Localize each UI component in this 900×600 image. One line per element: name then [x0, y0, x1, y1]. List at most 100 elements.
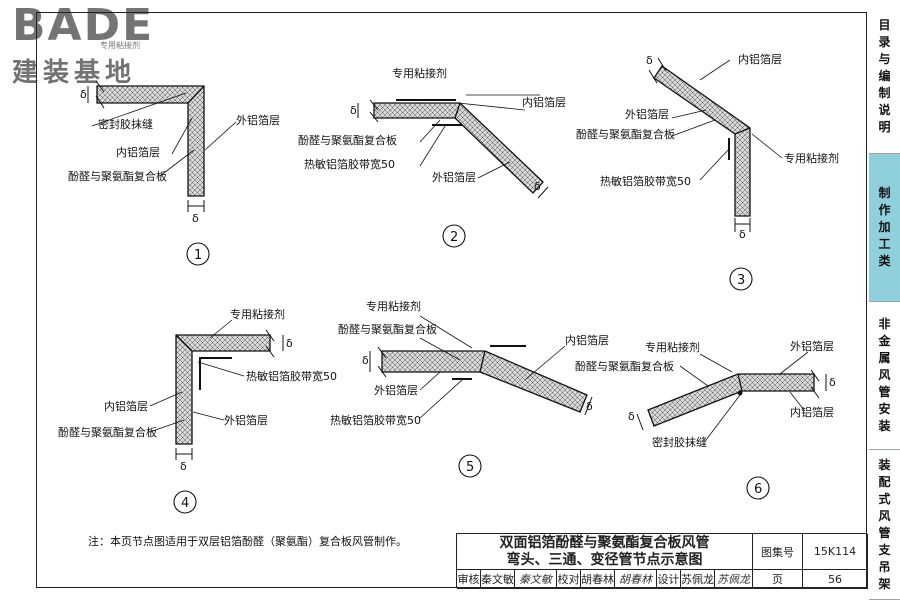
- d6-sealant: 密封胶抹缝: [652, 435, 707, 449]
- tab-fabrication[interactable]: 制作加工类: [869, 154, 900, 302]
- d4-delta: δ: [286, 337, 293, 350]
- page-number: 56: [803, 570, 868, 589]
- d2-inner-foil: 内铝箔层: [522, 95, 566, 109]
- d5-board: 酚醛与聚氨酯复合板: [338, 322, 437, 336]
- d3-outer-foil: 外铝箔层: [625, 107, 669, 121]
- tab-char: 目: [878, 18, 891, 32]
- tab-support-hanger[interactable]: 装配式风管支吊架: [869, 450, 900, 600]
- d1-board: 酚醛与聚氨酯复合板: [68, 169, 167, 183]
- d5-outer-foil: 外铝箔层: [374, 383, 418, 397]
- design-signature: 苏佩龙: [715, 570, 753, 589]
- d5-inner-foil: 内铝箔层: [565, 333, 609, 347]
- d1-delta: δ: [80, 88, 87, 101]
- tab-char: 制: [878, 86, 891, 100]
- drawing-title: 双面铝箔酚醛与聚氨酯复合板风管 弯头、三通、变径管节点示意图: [457, 534, 753, 570]
- d4-inner-foil: 内铝箔层: [104, 399, 148, 413]
- tab-char: 金: [878, 334, 891, 348]
- d2-outer-foil: 外铝箔层: [432, 170, 476, 184]
- tab-char: 管: [878, 525, 891, 540]
- d1-outer-foil: 外铝箔层: [236, 113, 280, 127]
- d6-board: 酚醛与聚氨酯复合板: [575, 359, 674, 373]
- d5-tape: 热敏铝箔胶带宽50: [330, 413, 421, 427]
- d5-adhesive: 专用粘接剂: [366, 299, 421, 313]
- atlas-number: 15K114: [803, 534, 868, 570]
- d3-inner-foil: 内铝箔层: [738, 52, 782, 66]
- d2-tape: 热敏铝箔胶带宽50: [304, 157, 395, 171]
- tab-char: 编: [878, 69, 891, 83]
- check-label: 校对: [557, 570, 581, 589]
- logo-brand: BADE: [12, 0, 155, 51]
- tab-char: 说: [878, 103, 891, 117]
- atlas-label: 图集号: [753, 534, 803, 570]
- detail-2-number: 2: [450, 230, 458, 245]
- tab-char: 管: [878, 385, 891, 399]
- check-name: 胡春林: [581, 570, 615, 589]
- tab-nonmetal-install[interactable]: 非金属风管安装: [869, 302, 900, 450]
- d6-inner-foil: 内铝箔层: [790, 405, 834, 419]
- d5-delta-b: δ: [586, 400, 593, 413]
- tab-char: 加: [878, 220, 891, 234]
- logo-tagline: 专用粘接剂: [100, 41, 140, 50]
- drawing-note: 注：本页节点图适用于双层铝箔酚醛（聚氨酯）复合板风管制作。: [88, 535, 407, 548]
- review-signature: 秦文敏: [515, 570, 557, 589]
- detail-4: [149, 319, 284, 514]
- d5-delta: δ: [362, 354, 369, 367]
- logo-cn: 建装基地: [12, 58, 137, 88]
- d3-delta: δ: [646, 54, 653, 67]
- d3-delta-b: δ: [739, 228, 746, 241]
- tab-char: 录: [878, 35, 891, 49]
- design-label: 设计: [657, 570, 681, 589]
- tab-char: 明: [878, 120, 891, 134]
- detail-5-number: 5: [466, 460, 474, 475]
- detail-3: [648, 57, 783, 291]
- tab-char: 架: [878, 576, 891, 591]
- design-name: 苏佩龙: [681, 570, 715, 589]
- tab-char: 风: [878, 368, 891, 382]
- tab-char: 作: [878, 203, 891, 217]
- logo: BADE 专用粘接剂 建装基地: [0, 0, 180, 90]
- detail-4-number: 4: [181, 496, 189, 511]
- d6-delta-b: δ: [829, 376, 836, 389]
- detail-3-number: 3: [737, 273, 745, 288]
- d3-adhesive: 专用粘接剂: [784, 151, 839, 165]
- d4-tape: 热敏铝箔胶带宽50: [246, 369, 337, 383]
- d4-board: 酚醛与聚氨酯复合板: [58, 425, 157, 439]
- tab-char: 属: [878, 351, 891, 365]
- tab-char: 支: [878, 542, 891, 557]
- title-block: 双面铝箔酚醛与聚氨酯复合板风管 弯头、三通、变径管节点示意图 图集号 15K11…: [456, 533, 868, 589]
- detail-5: [369, 315, 593, 478]
- detail-1: [87, 80, 237, 266]
- detail-drawings: δ δ 密封胶抹缝 内铝箔层 酚醛与聚氨酯复合板 外铝箔层 1 δ δ 专用粘接…: [58, 52, 839, 514]
- d1-delta-b: δ: [192, 212, 199, 225]
- d1-inner-foil: 内铝箔层: [116, 145, 160, 159]
- d6-outer-foil: 外铝箔层: [790, 339, 834, 353]
- tab-char: 制: [878, 186, 891, 200]
- side-tabs: 目录与编制说明 制作加工类 非金属风管安装 装配式风管支吊架: [869, 0, 900, 600]
- d6-delta: δ: [628, 410, 635, 423]
- tab-char: 配: [878, 474, 891, 489]
- review-label: 审核: [457, 570, 481, 589]
- tab-char: 装: [878, 419, 891, 433]
- d2-adhesive: 专用粘接剂: [392, 66, 447, 80]
- d2-delta: δ: [350, 104, 357, 117]
- d2-board: 酚醛与聚氨酯复合板: [298, 133, 397, 147]
- title-line-2: 弯头、三通、变径管节点示意图: [506, 552, 703, 568]
- d6-adhesive: 专用粘接剂: [645, 340, 700, 354]
- drawing-frame: [36, 12, 867, 588]
- d4-adhesive: 专用粘接剂: [230, 307, 285, 321]
- d4-delta-b: δ: [180, 460, 187, 473]
- tab-char: 吊: [878, 559, 891, 574]
- detail-6-number: 6: [754, 482, 762, 497]
- tab-char: 类: [878, 254, 891, 268]
- title-line-1: 双面铝箔酚醛与聚氨酯复合板风管: [499, 535, 710, 551]
- detail-6: [636, 351, 827, 500]
- tab-char: 安: [878, 402, 891, 416]
- review-name: 秦文敏: [481, 570, 515, 589]
- tab-catalogue[interactable]: 目录与编制说明: [869, 0, 900, 154]
- page-label: 页: [753, 570, 803, 589]
- d3-board: 酚醛与聚氨酯复合板: [576, 127, 675, 141]
- tab-char: 式: [878, 491, 891, 506]
- d2-delta-b: δ: [534, 180, 541, 193]
- d4-outer-foil: 外铝箔层: [224, 413, 268, 427]
- tab-char: 与: [878, 52, 891, 66]
